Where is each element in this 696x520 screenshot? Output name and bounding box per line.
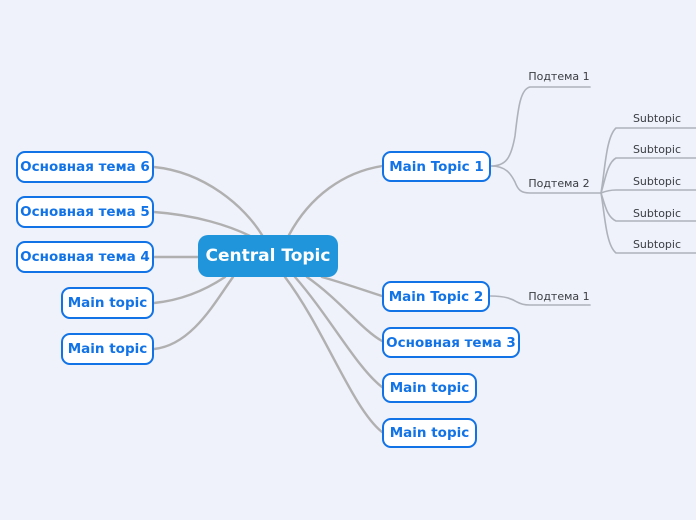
topic-node-main-topic-left-1[interactable]: Main topic: [61, 287, 154, 319]
subtopic-node-podtema-2-of-main-topic-1[interactable]: Подтема 2: [528, 177, 590, 190]
subtopic-node-podtema-1-of-main-topic-2[interactable]: Подтема 1: [528, 290, 590, 303]
subtopic-node-subtopic-3[interactable]: Subtopic: [632, 175, 682, 188]
topic-node-main-topic-right-2[interactable]: Main topic: [382, 418, 477, 448]
topic-node-osnovnaya-tema-4[interactable]: Основная тема 4: [16, 241, 154, 273]
topic-node-osnovnaya-tema-3[interactable]: Основная тема 3: [382, 327, 520, 358]
topic-node-osnovnaya-tema-6[interactable]: Основная тема 6: [16, 151, 154, 183]
topic-node-main-topic-1[interactable]: Main Topic 1: [382, 151, 491, 182]
topic-node-main-topic-left-2[interactable]: Main topic: [61, 333, 154, 365]
subtopic-node-subtopic-4[interactable]: Subtopic: [632, 207, 682, 220]
subtopic-node-subtopic-5[interactable]: Subtopic: [632, 238, 682, 251]
subtopic-node-subtopic-1[interactable]: Subtopic: [632, 112, 682, 125]
subtopic-node-subtopic-2[interactable]: Subtopic: [632, 143, 682, 156]
central-topic-node[interactable]: Central Topic: [198, 235, 338, 277]
subtopic-node-podtema-1-of-main-topic-1[interactable]: Подтема 1: [528, 70, 590, 83]
topic-node-osnovnaya-tema-5[interactable]: Основная тема 5: [16, 196, 154, 228]
topic-node-main-topic-2[interactable]: Main Topic 2: [382, 281, 490, 312]
topic-node-main-topic-right-1[interactable]: Main topic: [382, 373, 477, 403]
